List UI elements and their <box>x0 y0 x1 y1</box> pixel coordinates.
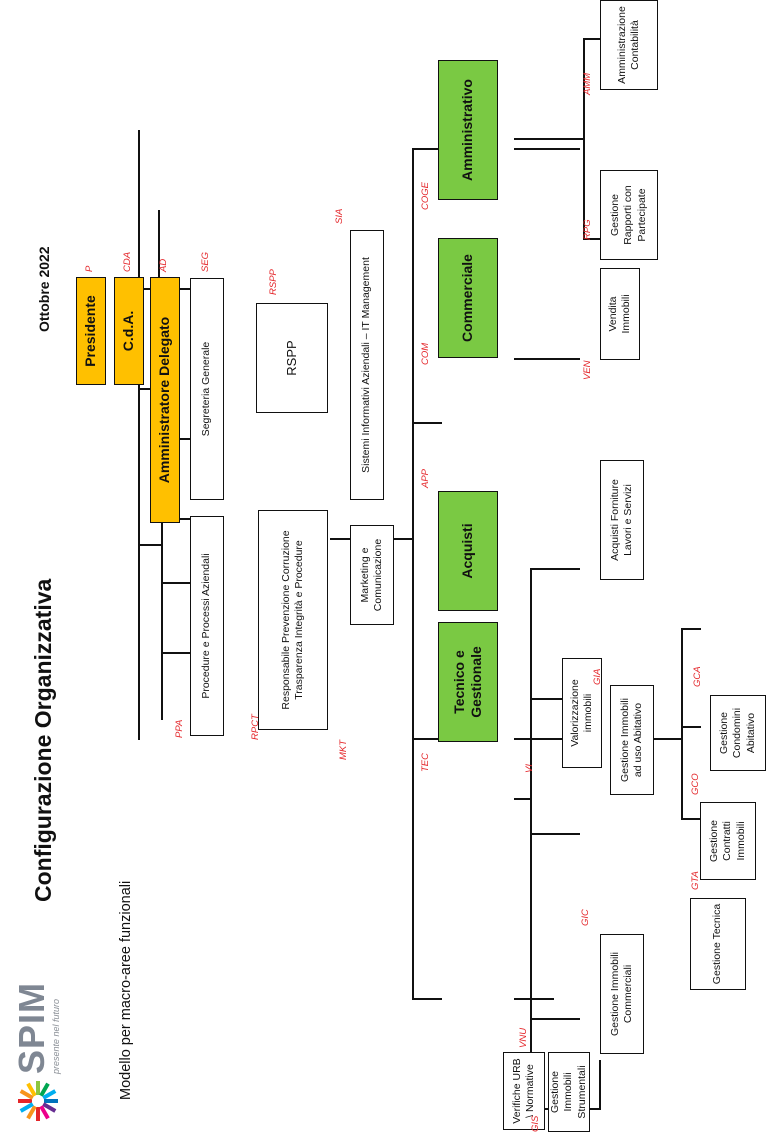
code-vnu: VNU <box>518 1027 529 1048</box>
code-gic: GIC <box>580 909 591 926</box>
code-mkt: MKT <box>338 739 349 760</box>
connector-line <box>412 422 442 424</box>
box-procedure-processi: Procedure e Processi Aziendali <box>190 516 224 736</box>
code-rspp: RSPP <box>268 269 279 295</box>
box-amministratore-delegato: Amministratore Delegato <box>150 277 180 523</box>
code-vi: VI <box>524 764 535 773</box>
page-title: Configurazione Organizzativa <box>30 578 56 902</box>
connector-line <box>681 726 701 728</box>
code-tec: TEC <box>420 753 431 772</box>
spim-starburst-logo-icon <box>18 1081 58 1121</box>
box-gestione-immobili-commerciali: Gestione Immobili Commerciali <box>600 934 644 1054</box>
page-date: Ottobre 2022 <box>36 246 52 332</box>
area-acquisti: Acquisti <box>438 491 498 611</box>
code-gca: GCA <box>692 666 703 687</box>
code-sia: SIA <box>334 208 345 224</box>
connector-line <box>583 40 585 240</box>
box-marketing-comunicazione: Marketing e Comunicazione <box>350 525 394 625</box>
code-rpct: RPCT <box>250 714 261 740</box>
box-sistemi-informativi: Sistemi Informativi Aziendali – IT Manag… <box>350 230 384 500</box>
box-gestione-rapporti: Gestione Rapporti con Partecipate <box>600 170 658 260</box>
code-com: COM <box>420 342 431 365</box>
connector-line <box>530 1018 580 1020</box>
connector-line <box>530 568 580 570</box>
connector-line <box>681 818 701 820</box>
code-ppa: PPA <box>174 719 185 738</box>
box-rpct: Responsabile Prevenzione Corruzione Tras… <box>258 510 328 730</box>
connector-line <box>681 630 683 820</box>
code-ven: VEN <box>582 360 593 380</box>
box-rspp: RSPP <box>256 303 328 413</box>
connector-line <box>514 798 530 800</box>
area-commerciale: Commerciale <box>438 238 498 358</box>
box-presidente: Presidente <box>76 277 106 385</box>
connector-line <box>530 570 532 1110</box>
box-gestione-condomini: Gestione Condomini Abitativo <box>710 695 766 771</box>
code-rpg: RPG <box>582 219 593 240</box>
box-gestione-immobili-strumentali: Gestione Immobili Strumentali <box>548 1052 590 1132</box>
logo-tagline: presente nel futuro <box>51 998 61 1074</box>
code-gis: GIS <box>530 1115 541 1132</box>
box-gestione-immobili-abitativo: Gestione Immobili ad uso Abitativo <box>610 685 654 795</box>
box-gestione-contratti: Gestione Contratti Immobili <box>700 802 756 880</box>
code-coge: COGE <box>420 182 431 210</box>
area-amministrativo: Amministrativo <box>438 60 498 200</box>
connector-line <box>514 148 580 150</box>
connector-line <box>412 150 414 1000</box>
box-amministrazione-contabilita: Amministrazione Contabilità <box>600 0 658 90</box>
logo-name: SPIM <box>11 981 52 1074</box>
page-subtitle: Modello per macro-aree funzionali <box>118 880 134 1100</box>
code-gco: GCO <box>690 773 701 795</box>
connector-line <box>530 833 580 835</box>
connector-line <box>514 358 580 360</box>
box-vendita-immobili: Vendita Immobili <box>600 268 640 360</box>
connector-line <box>514 998 554 1000</box>
code-app: APP <box>420 468 431 488</box>
area-tecnico-gestionale: Tecnico e Gestionale <box>438 622 498 742</box>
connector-line <box>138 130 140 740</box>
code-p: P <box>84 265 95 272</box>
box-gestione-tecnica: Gestione Tecnica <box>690 898 746 990</box>
box-segreteria-generale: Segreteria Generale <box>190 278 224 500</box>
box-acquisti-forniture: Acquisti Forniture Lavori e Servizi <box>600 460 644 580</box>
connector-line <box>651 738 681 740</box>
connector-line <box>139 544 162 546</box>
code-seg: SEG <box>200 251 211 272</box>
connector-line <box>681 628 701 630</box>
code-gia: GIA <box>592 668 603 685</box>
code-amm: AMM <box>582 72 593 95</box>
connector-line <box>599 1060 601 1110</box>
connector-line <box>514 138 583 140</box>
box-cda: C.d.A. <box>114 277 144 385</box>
spim-logo: SPIM presente nel futuro <box>11 981 62 1122</box>
connector-line <box>412 998 442 1000</box>
code-cda: CDA <box>122 251 133 272</box>
code-ad: AD <box>158 258 169 272</box>
